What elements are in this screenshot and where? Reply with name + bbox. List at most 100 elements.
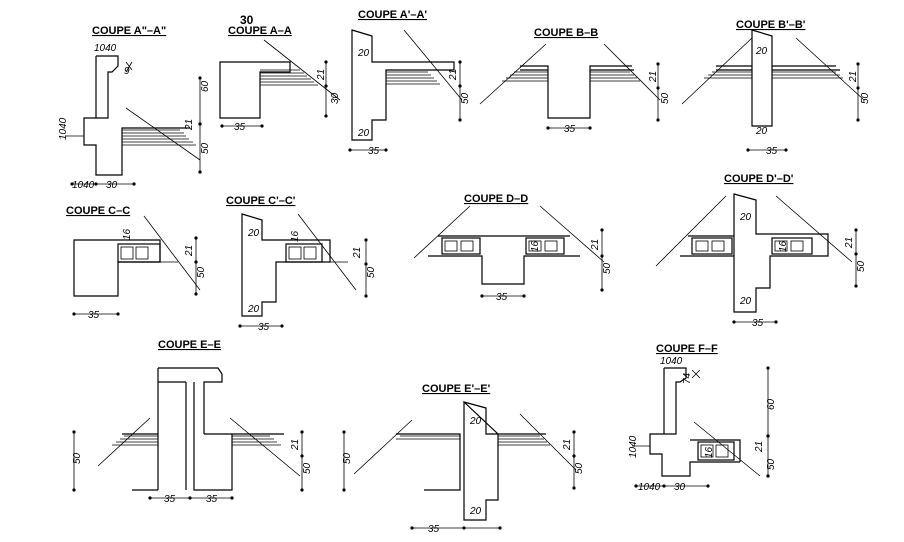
dim-label: 21 xyxy=(754,441,765,453)
slope-line xyxy=(693,421,761,477)
slope-line xyxy=(403,29,463,101)
dim-label: 9 xyxy=(124,66,130,77)
hollow-block-cell xyxy=(715,444,729,458)
section-title: COUPE E'–E' xyxy=(422,383,491,395)
slope-hatch xyxy=(386,71,440,85)
dim-label: 20 xyxy=(755,46,768,57)
dim-label: 35 xyxy=(564,124,576,135)
hollow-block xyxy=(525,237,565,255)
section-outline xyxy=(520,65,634,119)
dim-label: 1040 xyxy=(94,43,117,54)
section-title: COUPE E–E xyxy=(158,339,221,351)
section-outline xyxy=(158,367,223,434)
section-coupe-d1: COUPE D'–D' 20 16 21 50 20 35 xyxy=(655,173,867,329)
section-outline xyxy=(241,213,331,317)
dim-label: 50 xyxy=(302,462,313,474)
dim-label: 1040 xyxy=(628,435,639,458)
dim-label: 1040 xyxy=(638,482,661,493)
dim-label: 21 xyxy=(844,237,855,249)
section-title: COUPE C–C xyxy=(66,205,130,217)
dim-label: 30 xyxy=(330,92,341,104)
dim-label: 50 xyxy=(856,260,867,272)
section-title: COUPE C'–C' xyxy=(226,195,296,207)
hollow-block xyxy=(285,243,323,263)
dim-label: 50 xyxy=(574,462,585,474)
hollow-block-cell xyxy=(528,240,542,252)
dim-label: 74 xyxy=(682,372,693,384)
dim-label: 50 xyxy=(602,262,613,274)
anchor-mark xyxy=(125,61,133,73)
dim-label: 21 xyxy=(562,439,573,451)
dim-label: 35 xyxy=(368,146,380,157)
section-title: COUPE A"–A" xyxy=(92,25,166,37)
dim-label: 21 xyxy=(352,247,363,259)
dim-label: 50 xyxy=(196,266,207,278)
dim-label: 16 xyxy=(290,230,301,242)
dim-label: 21 xyxy=(184,245,195,257)
dim-label: 20 xyxy=(247,304,260,315)
dim-label: 35 xyxy=(752,318,764,329)
dim-label: 21 xyxy=(648,71,659,83)
section-outline xyxy=(219,61,291,119)
dim-label: 20 xyxy=(357,48,370,59)
page-number: 30 xyxy=(240,13,254,27)
slope-hatch xyxy=(122,129,196,146)
slope-line xyxy=(297,213,357,291)
section-coupe-bb: COUPE B–B 21 50 35 xyxy=(479,27,671,135)
hollow-block-cell xyxy=(774,240,788,252)
hollow-block xyxy=(697,441,735,461)
slope-line xyxy=(125,107,201,161)
section-coupe-a2: COUPE A"–A" 1040 9 60 21 50 1040 1040 30 xyxy=(58,25,211,191)
section-coupe-a1: COUPE A'–A' 20 21 50 20 35 xyxy=(348,9,471,157)
slope-hatch xyxy=(112,435,281,446)
section-coupe-dd: COUPE D–D 16 21 50 35 xyxy=(413,193,613,303)
dim-label: 50 xyxy=(860,92,871,104)
slope-line xyxy=(479,43,661,105)
dim-label: 21 xyxy=(590,239,601,251)
hollow-block-cell xyxy=(460,240,474,252)
section-coupe-aa: COUPE A–A 21 30 35 xyxy=(219,25,341,133)
anchor-mark xyxy=(691,369,701,379)
dim-label: 30 xyxy=(674,482,686,493)
slope-hatch xyxy=(502,71,640,82)
slope-line xyxy=(681,37,865,105)
dim-label: 20 xyxy=(755,126,768,137)
dim-label: 50 xyxy=(342,452,353,464)
section-coupe-ee: COUPE E–E 50 21 50 35 35 xyxy=(72,339,313,505)
section-outline xyxy=(351,29,455,141)
hollow-block xyxy=(691,237,733,255)
section-title: COUPE A–A xyxy=(228,25,292,37)
dim-label: 1040 xyxy=(660,356,683,367)
dim-label: 21 xyxy=(316,69,327,81)
dim-label: 21 xyxy=(448,69,459,81)
section-title: COUPE D'–D' xyxy=(724,173,794,185)
section-coupe-c1: COUPE C'–C' 20 16 21 50 20 35 xyxy=(226,195,377,333)
hollow-block-cell xyxy=(700,444,714,458)
hollow-block xyxy=(441,237,481,255)
section-outline xyxy=(649,367,740,477)
dim-label: 1040 xyxy=(72,180,95,191)
hollow-block-cell xyxy=(695,240,709,252)
hollow-block-cell xyxy=(120,246,134,260)
dim-label: 20 xyxy=(469,416,482,427)
dim-label: 21 xyxy=(848,71,859,83)
slope-hatch xyxy=(396,435,550,446)
dim-label: 21 xyxy=(184,119,195,131)
dim-label: 21 xyxy=(290,439,301,451)
dim-label: 35 xyxy=(206,494,218,505)
section-outline xyxy=(73,239,161,297)
hollow-block xyxy=(771,237,813,255)
section-outline xyxy=(663,368,741,462)
section-coupe-b1: COUPE B'–B' 20 21 50 20 35 xyxy=(681,19,871,157)
section-coupe-cc: COUPE C–C 16 21 50 35 xyxy=(66,205,207,321)
dim-label: 16 xyxy=(778,240,789,252)
slope-line xyxy=(413,205,605,263)
section-outline xyxy=(680,193,829,313)
section-title: COUPE B–B xyxy=(534,27,598,39)
slope-line xyxy=(263,39,341,101)
slope-line xyxy=(655,195,853,267)
hollow-block-cell xyxy=(711,240,725,252)
section-outline xyxy=(396,400,546,521)
dim-label: 50 xyxy=(766,458,777,470)
dim-label: 20 xyxy=(357,128,370,139)
